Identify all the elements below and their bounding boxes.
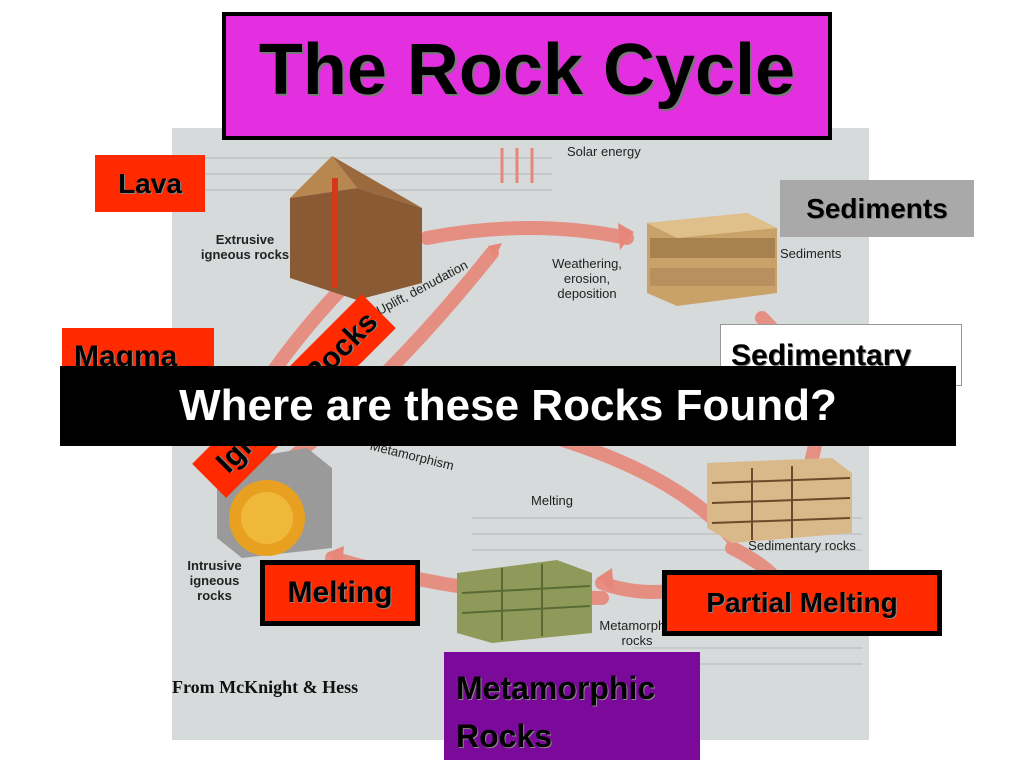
sediment-block — [647, 213, 777, 306]
title-box: The Rock Cycle — [222, 12, 832, 140]
label-sediments-small: Sediments — [780, 246, 842, 261]
volcano-block — [290, 156, 422, 300]
label-melting-small: Melting — [531, 493, 573, 508]
tag-sediments: Sediments — [780, 180, 974, 237]
tag-partial-melting: Partial Melting — [662, 570, 942, 636]
tag-metamorphic-line2: Rocks — [456, 718, 553, 754]
credit-text: From McKnight & Hess — [172, 677, 359, 697]
arrow-weathering — [420, 221, 634, 245]
tag-lava: Lava — [95, 155, 205, 212]
tag-metamorphic-rocks: Metamorphic Rocks — [444, 652, 700, 760]
label-sedimentary-rocks: Sedimentary rocks — [748, 538, 856, 553]
arrowhead-1 — [618, 223, 634, 250]
tag-melting: Melting — [260, 560, 420, 626]
metamorphic-block — [457, 560, 592, 643]
label-solar-energy: Solar energy — [567, 144, 641, 159]
label-extrusive-igneous-rocks: Extrusive igneous rocks — [200, 232, 290, 262]
sedimentary-block — [707, 458, 852, 543]
label-metamorphic-rocks-small: Metamorphic rocks — [599, 618, 675, 648]
page-title: The Rock Cycle — [258, 30, 796, 110]
label-weathering-erosion-deposition: Weathering, erosion, deposition — [552, 256, 622, 301]
question-banner: Where are these Rocks Found? — [60, 366, 956, 446]
tag-metamorphic-line1: Metamorphic — [456, 670, 656, 706]
label-intrusive-igneous-rocks: Intrusive igneous rocks — [187, 558, 242, 603]
